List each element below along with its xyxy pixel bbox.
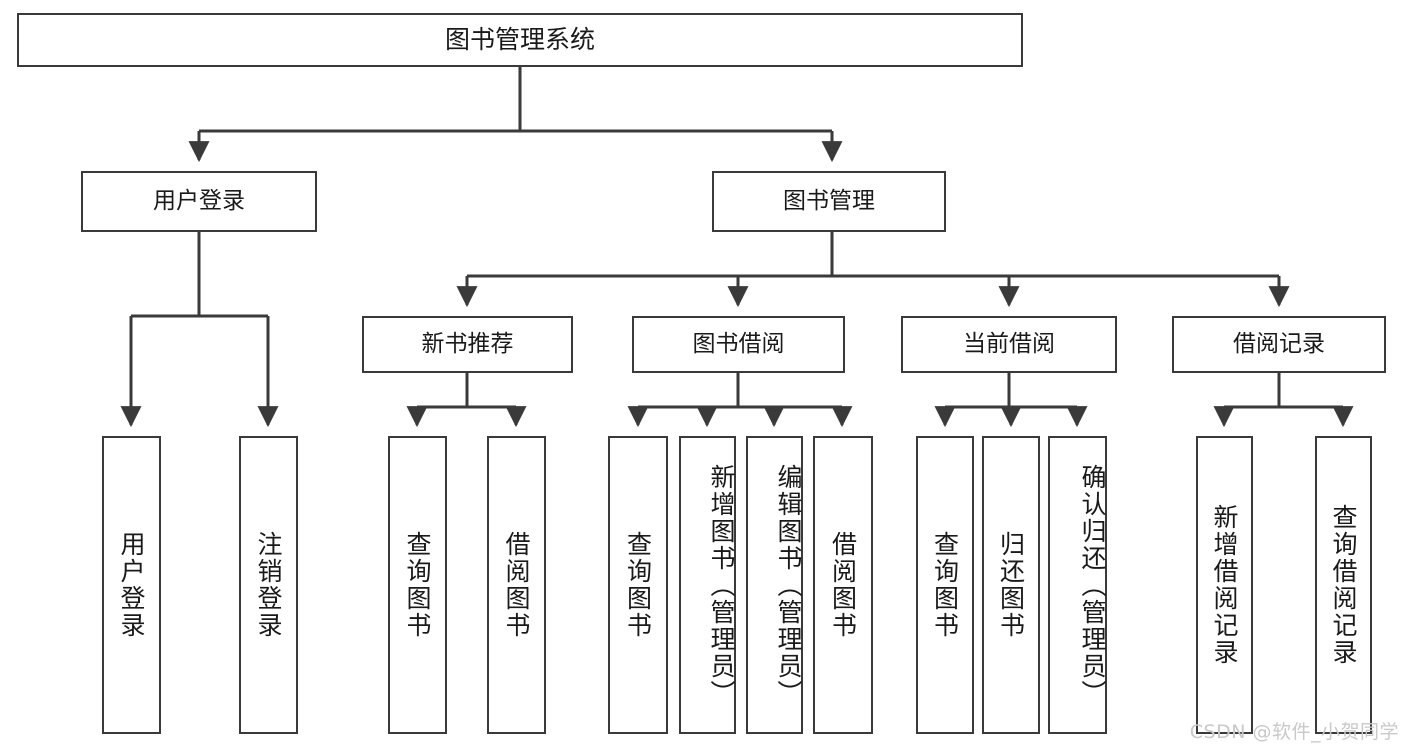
leaf-user-login[interactable]: 用户登录 [102,436,161,734]
leaf-query-record-label: 查询借阅记录 [1329,504,1358,666]
leaf-return-book-label: 归还图书 [996,531,1026,639]
leaf-edit-book[interactable]: 编辑图书（管理员） [746,436,803,734]
leaf-edit-book-label: 编辑图书（管理员） [774,463,803,707]
node-book-borrow-label: 图书借阅 [692,330,785,357]
node-user-login[interactable]: 用户登录 [81,171,317,232]
leaf-return-book[interactable]: 归还图书 [982,436,1040,734]
node-book-borrow[interactable]: 图书借阅 [632,316,845,373]
node-book-management-label: 图书管理 [783,187,875,214]
node-root[interactable]: 图书管理系统 [17,13,1023,67]
watermark: CSDN @软件_小贺同学 [1189,721,1399,743]
leaf-add-record[interactable]: 新增借阅记录 [1196,436,1253,734]
node-new-book-recommend[interactable]: 新书推荐 [362,316,573,373]
leaf-logout-login[interactable]: 注销登录 [239,436,298,734]
leaf-borrow-book-1[interactable]: 借阅图书 [487,436,546,734]
leaf-add-book[interactable]: 新增图书（管理员） [679,436,736,734]
node-borrow-record[interactable]: 借阅记录 [1172,316,1386,373]
leaf-add-book-label: 新增图书（管理员） [707,463,736,707]
leaf-query-book-3[interactable]: 查询图书 [916,436,974,734]
node-new-book-recommend-label: 新书推荐 [421,330,514,357]
leaf-query-book-2-label: 查询图书 [623,531,653,639]
leaf-borrow-book-1-label: 借阅图书 [502,531,531,639]
leaf-add-record-label: 新增借阅记录 [1210,504,1239,666]
leaf-confirm-return[interactable]: 确认归还（管理员） [1048,436,1107,734]
node-current-borrow[interactable]: 当前借阅 [901,316,1117,373]
leaf-borrow-book-2[interactable]: 借阅图书 [813,436,873,734]
leaf-confirm-return-label: 确认归还（管理员） [1078,463,1107,707]
leaf-query-book-1-label: 查询图书 [403,531,432,639]
leaf-borrow-book-2-label: 借阅图书 [828,531,858,639]
leaf-logout-login-label: 注销登录 [254,531,283,639]
node-borrow-record-label: 借阅记录 [1233,330,1325,357]
node-root-label: 图书管理系统 [444,25,595,55]
leaf-query-book-3-label: 查询图书 [930,531,960,639]
leaf-query-record[interactable]: 查询借阅记录 [1315,436,1372,734]
node-book-management[interactable]: 图书管理 [712,171,946,232]
leaf-query-book-2[interactable]: 查询图书 [608,436,668,734]
leaf-user-login-label: 用户登录 [117,531,146,639]
node-user-login-label: 用户登录 [153,187,245,214]
node-current-borrow-label: 当前借阅 [963,330,1055,357]
leaf-query-book-1[interactable]: 查询图书 [388,436,447,734]
